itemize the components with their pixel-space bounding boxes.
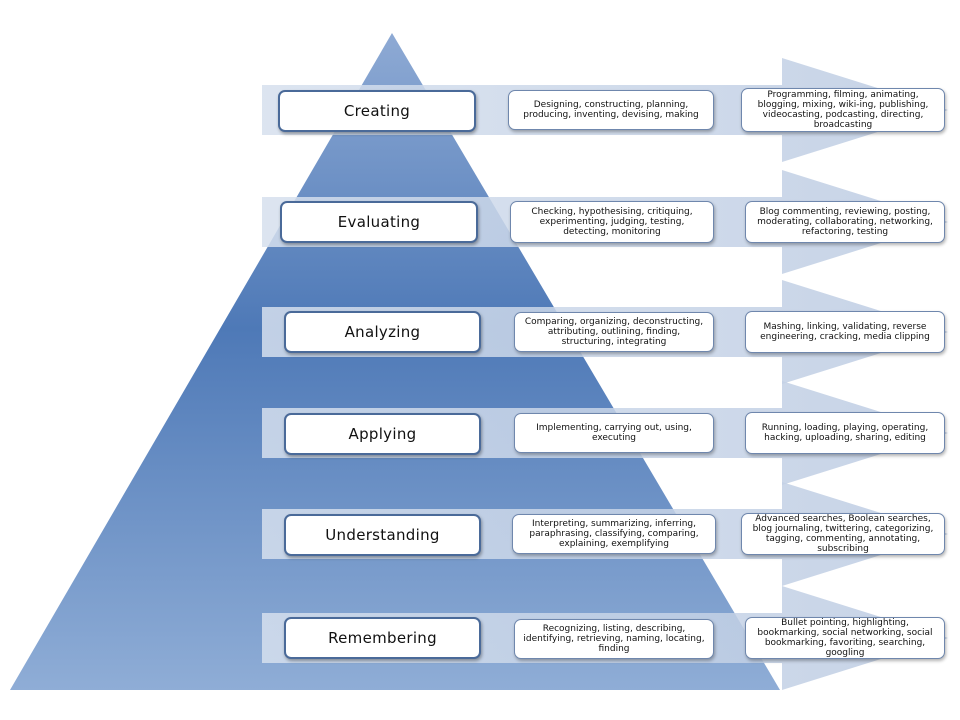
level-analyzing-box: Analyzing [284, 311, 481, 353]
level-creating-box: Creating [278, 90, 476, 132]
level-understanding-box: Understanding [284, 514, 481, 556]
level-evaluating-activities: Checking, hypothesising, critiquing, exp… [510, 201, 714, 243]
level-understanding-activities: Interpreting, summarizing, inferring, pa… [512, 514, 716, 554]
level-applying-box: Applying [284, 413, 481, 455]
level-understanding-digital-verbs: Advanced searches, Boolean searches, blo… [741, 513, 945, 555]
level-applying-activities: Implementing, carrying out, using, execu… [514, 413, 714, 453]
level-remembering-box: Remembering [284, 617, 481, 659]
level-evaluating-box: Evaluating [280, 201, 478, 243]
level-applying-digital-verbs: Running, loading, playing, operating, ha… [745, 412, 945, 454]
level-evaluating-digital-verbs: Blog commenting, reviewing, posting, mod… [745, 201, 945, 243]
level-analyzing-activities: Comparing, organizing, deconstructing, a… [514, 312, 714, 352]
level-remembering-digital-verbs: Bullet pointing, highlighting, bookmarki… [745, 617, 945, 659]
level-creating-digital-verbs: Programming, filming, animating, bloggin… [741, 88, 945, 132]
level-analyzing-digital-verbs: Mashing, linking, validating, reverse en… [745, 311, 945, 353]
level-creating-activities: Designing, constructing, planning, produ… [508, 90, 714, 130]
level-remembering-activities: Recognizing, listing, describing, identi… [514, 619, 714, 659]
